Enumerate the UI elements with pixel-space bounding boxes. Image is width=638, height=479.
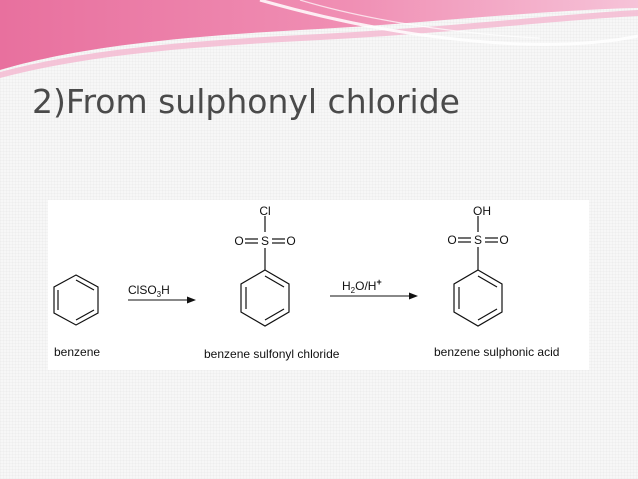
hydroxyl-group: OH	[473, 204, 491, 218]
benzene-structure	[53, 274, 99, 326]
reaction-arrow-1	[128, 296, 196, 304]
product-label: benzene sulphonic acid	[434, 345, 559, 359]
chlorine-atom: Cl	[259, 204, 270, 218]
oxygen-atom-right: O	[286, 234, 295, 248]
reactant-label: benzene	[54, 345, 100, 359]
sulfur-atom: S	[474, 233, 482, 247]
benzene-sulphonic-acid-structure: OH O S O	[447, 204, 509, 327]
reaction-arrow-2	[330, 292, 418, 300]
reagent-chlorosulfonic-acid: ClSO3H	[128, 283, 170, 299]
oxygen-atom-right: O	[499, 233, 508, 247]
sulfur-atom: S	[261, 234, 269, 248]
reaction-scheme: benzene ClSO3H Cl O S O	[48, 200, 589, 370]
reaction-scheme-drawing: benzene ClSO3H Cl O S O	[53, 204, 559, 361]
oxygen-atom-left: O	[234, 234, 243, 248]
slide-title: 2)From sulphonyl chloride	[32, 82, 460, 121]
reagent-water-acid: H2O/H+	[342, 277, 382, 295]
oxygen-atom-left: O	[447, 233, 456, 247]
intermediate-label: benzene sulfonyl chloride	[204, 347, 340, 361]
benzene-sulfonyl-chloride-structure: Cl O S O	[234, 204, 296, 327]
header-swoosh-banner	[0, 0, 638, 78]
